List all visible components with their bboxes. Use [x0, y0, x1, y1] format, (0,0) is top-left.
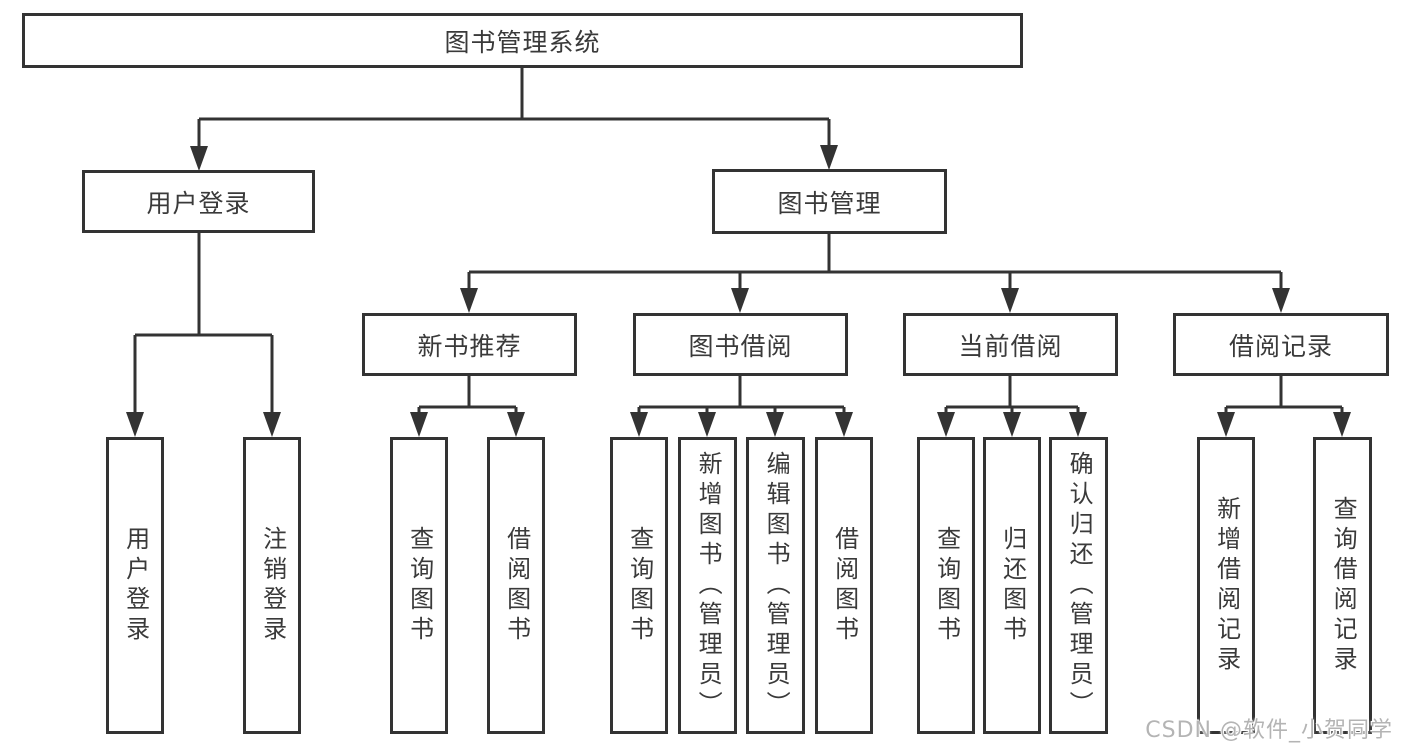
node-label: 图书管理 — [777, 188, 882, 218]
node-label: 查询图书 — [405, 525, 434, 646]
node-label: 借阅记录 — [1228, 331, 1333, 361]
leaf-return-books: 归还图书 — [983, 437, 1041, 734]
node-borrow-records: 借阅记录 — [1173, 313, 1389, 376]
node-label: 查询借阅记录 — [1329, 495, 1358, 676]
node-label: 借阅图书 — [502, 525, 531, 646]
node-label: 新书推荐 — [417, 331, 522, 361]
leaf-add-borrow-record: 新增借阅记录 — [1197, 437, 1255, 734]
node-label: 用户登录 — [121, 525, 150, 646]
node-label: 确认归还（管理员） — [1065, 450, 1094, 721]
node-label: 归还图书 — [998, 525, 1027, 646]
leaf-add-book-admin: 新增图书（管理员） — [678, 437, 737, 734]
node-label: 新增借阅记录 — [1212, 495, 1241, 676]
node-label: 查询图书 — [625, 525, 654, 646]
csdn-watermark: CSDN @软件_小贺同学 — [1145, 718, 1393, 743]
leaf-user-login: 用户登录 — [106, 437, 164, 734]
leaf-query-books-borrow: 查询图书 — [610, 437, 668, 734]
node-label: 图书管理系统 — [444, 27, 601, 57]
leaf-query-books-recommend: 查询图书 — [390, 437, 448, 734]
node-label: 查询图书 — [932, 525, 961, 646]
node-new-book-recommend: 新书推荐 — [362, 313, 577, 376]
leaf-logout: 注销登录 — [243, 437, 301, 734]
leaf-query-borrow-record: 查询借阅记录 — [1313, 437, 1372, 734]
node-label: 新增图书（管理员） — [694, 450, 723, 721]
leaf-query-books-current: 查询图书 — [917, 437, 975, 734]
node-label: 图书借阅 — [688, 331, 793, 361]
leaf-confirm-return-admin: 确认归还（管理员） — [1049, 437, 1108, 734]
node-label: 编辑图书（管理员） — [762, 450, 791, 721]
node-current-borrow: 当前借阅 — [903, 313, 1118, 376]
leaf-borrow-books-recommend: 借阅图书 — [487, 437, 545, 734]
node-book-borrow: 图书借阅 — [633, 313, 848, 376]
leaf-borrow-books: 借阅图书 — [815, 437, 873, 734]
node-system-root: 图书管理系统 — [22, 13, 1023, 68]
node-label: 注销登录 — [258, 525, 287, 646]
leaf-edit-book-admin: 编辑图书（管理员） — [746, 437, 805, 734]
node-book-management: 图书管理 — [712, 169, 947, 234]
node-label: 当前借阅 — [958, 331, 1063, 361]
node-user-login: 用户登录 — [82, 170, 315, 233]
node-label: 用户登录 — [146, 188, 251, 218]
node-label: 借阅图书 — [830, 525, 859, 646]
